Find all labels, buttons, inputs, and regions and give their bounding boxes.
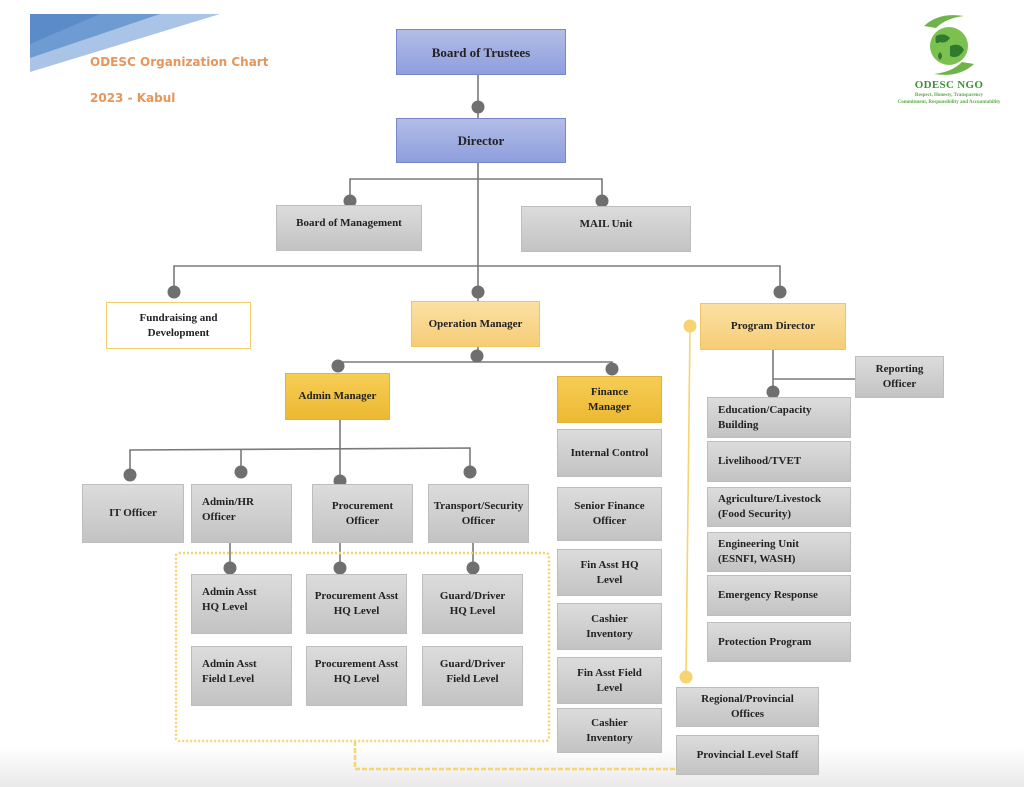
chart-subtitle: 2023 - Kabul [90, 91, 176, 105]
node-procurement-asst-hq-2: Procurement Asst HQ Level [306, 646, 407, 706]
connector-dot [343, 194, 357, 208]
connector-board-mail [349, 178, 603, 201]
connector-dot [223, 561, 237, 575]
finance-unit: Senior Finance Officer [557, 487, 662, 541]
node-procurement-asst-hq: Procurement Asst HQ Level [306, 574, 407, 634]
connector-dot [463, 465, 477, 479]
node-board-of-management: Board of Management [276, 205, 422, 251]
connector-dot [471, 100, 485, 114]
node-mail-unit: MAIL Unit [521, 206, 691, 252]
node-reporting-officer: Reporting Officer [855, 356, 944, 398]
node-finance-manager: Finance Manager [557, 376, 662, 423]
finance-unit: Internal Control [557, 429, 662, 477]
node-provincial-level-staff: Provincial Level Staff [676, 735, 819, 775]
connector-dot-yellow [683, 319, 697, 333]
node-it-officer: IT Officer [82, 484, 184, 543]
connector-dot [333, 561, 347, 575]
finance-unit: Cashier Inventory [557, 603, 662, 650]
node-admin-asst-hq: Admin Asst HQ Level [191, 574, 292, 634]
connector-dot [766, 385, 780, 399]
connector-opmgr-children [337, 361, 613, 369]
connector-dot [331, 359, 345, 373]
node-director: Director [396, 118, 566, 163]
node-guard-driver-field: Guard/Driver Field Level [422, 646, 523, 706]
connector-dot [234, 465, 248, 479]
node-admin-asst-field: Admin Asst Field Level [191, 646, 292, 706]
node-fundraising-development: Fundraising and Development [106, 302, 251, 349]
logo-tagline-2: Commitment, Responsibility and Accountab… [897, 100, 1001, 105]
node-operation-manager: Operation Manager [411, 301, 540, 347]
logo-tagline-1: Respect, Honesty, Transparency [914, 93, 984, 98]
node-admin-hr-officer: Admin/HR Officer [191, 484, 292, 543]
program-unit: Livelihood/TVET [707, 441, 851, 482]
node-board-of-trustees: Board of Trustees [396, 29, 566, 75]
program-unit: Engineering Unit (ESNFI, WASH) [707, 532, 851, 572]
connector-dot [167, 285, 181, 299]
connector-dot [595, 194, 609, 208]
node-regional-provincial-offices: Regional/Provincial Offices [676, 687, 819, 727]
connector-dot-yellow [679, 670, 693, 684]
logo-name: ODESC NGO [914, 79, 984, 91]
globe-hands-icon [924, 15, 974, 75]
finance-unit: Fin Asst Field Level [557, 657, 662, 704]
connector-level3 [173, 265, 781, 292]
header-triangle-decoration [30, 14, 220, 72]
dotted-link-program-regional [685, 325, 691, 678]
finance-unit: Cashier Inventory [557, 708, 662, 753]
program-unit: Agriculture/Livestock (Food Security) [707, 487, 851, 527]
node-program-director: Program Director [700, 303, 846, 350]
node-admin-manager: Admin Manager [285, 373, 390, 420]
chart-title: ODESC Organization Chart [90, 55, 269, 69]
connector-dot [773, 285, 787, 299]
dotted-group-admin-assistants [174, 551, 551, 743]
finance-unit: Fin Asst HQ Level [557, 549, 662, 596]
program-unit: Emergency Response [707, 575, 851, 616]
odesc-logo: ODESC NGO Respect, Honesty, Transparency… [884, 12, 1014, 112]
dotted-link-provincial-staff [353, 741, 676, 771]
program-unit: Education/Capacity Building [707, 397, 851, 438]
connector-admin-children [129, 447, 471, 475]
connector-dot [123, 468, 137, 482]
connector-dot [470, 349, 484, 363]
node-procurement-officer: Procurement Officer [312, 484, 413, 543]
connector-dot [471, 285, 485, 299]
connector-dot [466, 561, 480, 575]
node-transport-security-officer: Transport/Security Officer [428, 484, 529, 543]
page-bottom-fade [0, 747, 1024, 787]
program-unit: Protection Program [707, 622, 851, 662]
node-guard-driver-hq: Guard/Driver HQ Level [422, 574, 523, 634]
connector-dot [605, 362, 619, 376]
